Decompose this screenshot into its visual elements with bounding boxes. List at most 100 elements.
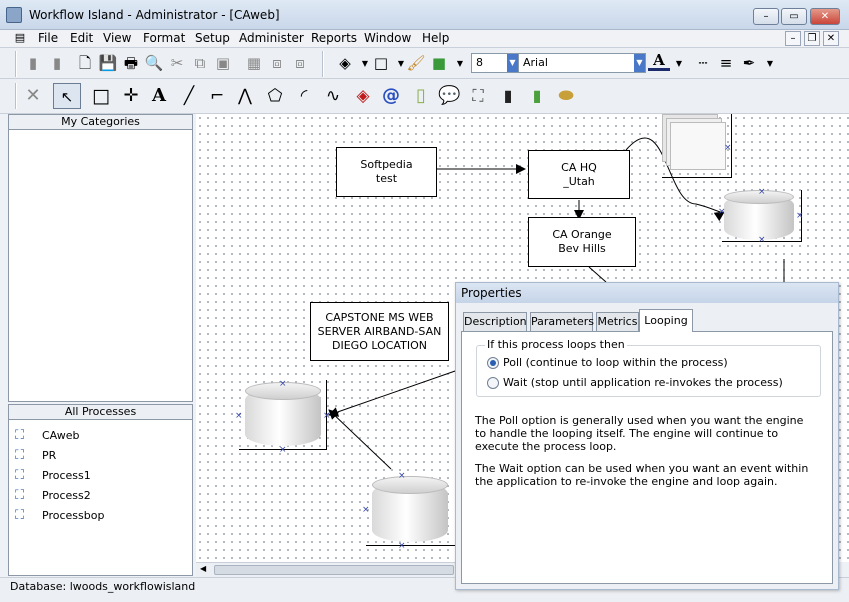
menu-setup[interactable]: Setup — [195, 31, 230, 45]
process-box-ca-hq[interactable]: CA HQ _Utah — [528, 150, 630, 199]
mdi-close-button[interactable]: ✕ — [823, 31, 839, 46]
tab-metrics[interactable]: Metrics — [596, 312, 639, 331]
connector-tool-icon[interactable]: ✛ — [123, 85, 139, 106]
menu-view[interactable]: View — [103, 31, 132, 45]
tab-parameters[interactable]: Parameters — [530, 312, 594, 331]
database-icon[interactable]: ▮ — [503, 86, 513, 105]
connector-to-server-disk[interactable] — [328, 369, 459, 417]
print-preview-icon[interactable]: 🔍 — [144, 54, 164, 72]
font-name-dropdown-icon[interactable]: ▼ — [634, 54, 645, 72]
close-button[interactable]: ✕ — [810, 8, 840, 25]
curve-icon[interactable]: ∿ — [325, 86, 341, 106]
comment-icon[interactable]: 💬 — [438, 85, 461, 106]
line-color-dropdown-icon[interactable]: ▼ — [397, 59, 405, 68]
wait-info-text: The Wait option can be used when you wan… — [475, 462, 809, 488]
line-color-icon[interactable]: □ — [373, 54, 389, 72]
process-box-ca-orange[interactable]: CA Orange Bev Hills — [528, 217, 636, 267]
minimize-button[interactable]: – — [753, 8, 779, 25]
process-box-softpedia[interactable]: Softpedia test — [336, 147, 437, 197]
maximize-button[interactable]: ▭ — [781, 8, 807, 25]
line-weight-icon[interactable]: ≡ — [719, 54, 733, 72]
x-cancel-icon[interactable]: ✕ — [25, 85, 41, 106]
toolbar-separator — [322, 51, 324, 77]
connector-hq-storage[interactable] — [625, 137, 725, 222]
copy-icon[interactable]: ⧉ — [194, 54, 206, 72]
storage-disk-right[interactable]: × × × × — [718, 188, 804, 245]
font-color-icon[interactable]: A — [648, 51, 670, 71]
shadow-color-icon[interactable]: ■ — [431, 54, 447, 72]
rectangle-tool-icon[interactable]: □ — [92, 85, 110, 107]
menu-help[interactable]: Help — [422, 31, 450, 45]
cloud-icon[interactable]: ⬬ — [558, 85, 574, 106]
document-page — [670, 122, 726, 170]
elbow-line-icon[interactable]: ⌐ — [209, 86, 225, 106]
menu-window[interactable]: Window — [364, 31, 412, 45]
pen-dropdown-icon[interactable]: ▼ — [766, 59, 774, 68]
app-icon — [6, 7, 22, 23]
connector-db-to-server[interactable] — [328, 409, 392, 470]
font-color-dropdown-icon[interactable]: ▼ — [675, 59, 683, 68]
status-text: Database: lwoods_workflowisland — [10, 580, 196, 593]
delete-icon[interactable]: ▮ — [28, 54, 38, 72]
selection-marker: × — [398, 541, 406, 551]
paste-icon[interactable]: ▣ — [215, 54, 231, 72]
process-store-icon[interactable]: ▮ — [532, 86, 542, 105]
fill-bucket-icon[interactable]: ◈ — [339, 54, 351, 72]
database-disk[interactable]: × × × — [362, 472, 456, 551]
text-tool-icon[interactable]: A — [152, 85, 166, 106]
connector-lines — [328, 137, 785, 470]
fill-dropdown-icon[interactable]: ▼ — [361, 59, 369, 68]
ungroup-icon[interactable]: ⧈ — [295, 54, 305, 72]
brush-icon[interactable]: 🖌 — [406, 54, 426, 72]
menu-edit[interactable]: Edit — [70, 31, 94, 45]
mdi-restore-button[interactable]: ❐ — [804, 31, 820, 46]
cut-doc-icon[interactable]: ▮ — [52, 54, 62, 72]
image-icon[interactable]: ▦ — [246, 54, 262, 72]
selection-marker: × — [279, 445, 287, 455]
decision-icon[interactable]: ◈ — [356, 86, 370, 106]
menu-file[interactable]: File — [38, 31, 59, 45]
menu-format[interactable]: Format — [143, 31, 186, 45]
process-box-capstone[interactable]: CAPSTONE MS WEB SERVER AIRBAND-SAN DIEGO… — [310, 302, 449, 361]
cut-icon[interactable]: ✂ — [170, 54, 184, 72]
menu-administer[interactable]: Administer — [239, 31, 304, 45]
print-icon[interactable]: 🖶 — [123, 54, 139, 72]
menu-reports[interactable]: Reports — [311, 31, 358, 45]
process-label: CAweb — [42, 429, 80, 442]
mdi-minimize-button[interactable]: – — [785, 31, 801, 46]
font-size-dropdown-icon[interactable]: ▼ — [507, 54, 518, 72]
title-bar: Workflow Island - Administrator - [CAweb… — [0, 0, 849, 30]
wait-radio[interactable] — [487, 377, 499, 389]
selection-marker: × — [796, 211, 804, 221]
documents-shape[interactable]: × — [662, 114, 732, 178]
polygon-icon[interactable]: ⬠ — [267, 86, 283, 106]
arc-icon[interactable]: ◜ — [300, 86, 308, 106]
scroll-left-icon[interactable]: ◀ — [200, 564, 207, 573]
hierarchy-icon[interactable]: ⛶ — [472, 86, 484, 105]
pointer-icon[interactable]: ↖ — [53, 83, 81, 109]
processes-header: All Processes — [9, 405, 192, 420]
save-icon[interactable]: 💾 — [98, 54, 118, 72]
tab-looping[interactable]: Looping — [639, 309, 693, 332]
polyline-icon[interactable]: ⋀ — [238, 86, 252, 106]
document-icon[interactable]: ▤ — [14, 31, 26, 44]
font-size-select[interactable]: 8 ▼ — [471, 53, 519, 73]
server-disk[interactable]: × × × × — [235, 380, 331, 455]
data-store-icon[interactable]: ▯ — [416, 85, 426, 106]
selection-marker: × — [323, 411, 331, 421]
font-name-select[interactable]: Arial ▼ — [518, 53, 646, 73]
standard-toolbar: ▮ ▮ 🗋 💾 🖶 🔍 ✂ ⧉ ▣ ▦ ⧈ ⧈ ◈ ▼ □ ▼ 🖌 ■ ▼ 8 … — [0, 48, 849, 79]
process-tree-icon: ⛶ — [15, 428, 25, 443]
tab-description[interactable]: Description — [463, 312, 527, 331]
scroll-thumb[interactable] — [214, 565, 454, 575]
connector-orange-out[interactable] — [588, 266, 607, 283]
new-icon[interactable]: 🗋 — [78, 54, 92, 72]
canvas-hscrollbar[interactable]: ◀ — [196, 562, 458, 577]
line-tool-icon[interactable]: ╱ — [183, 86, 195, 106]
pen-icon[interactable]: ✒ — [742, 54, 756, 72]
group-icon[interactable]: ⧈ — [272, 54, 282, 72]
poll-radio[interactable] — [487, 357, 499, 369]
shadow-dropdown-icon[interactable]: ▼ — [456, 59, 464, 68]
line-style-icon[interactable]: ┄ — [698, 54, 708, 72]
email-icon[interactable]: @ — [382, 85, 400, 106]
